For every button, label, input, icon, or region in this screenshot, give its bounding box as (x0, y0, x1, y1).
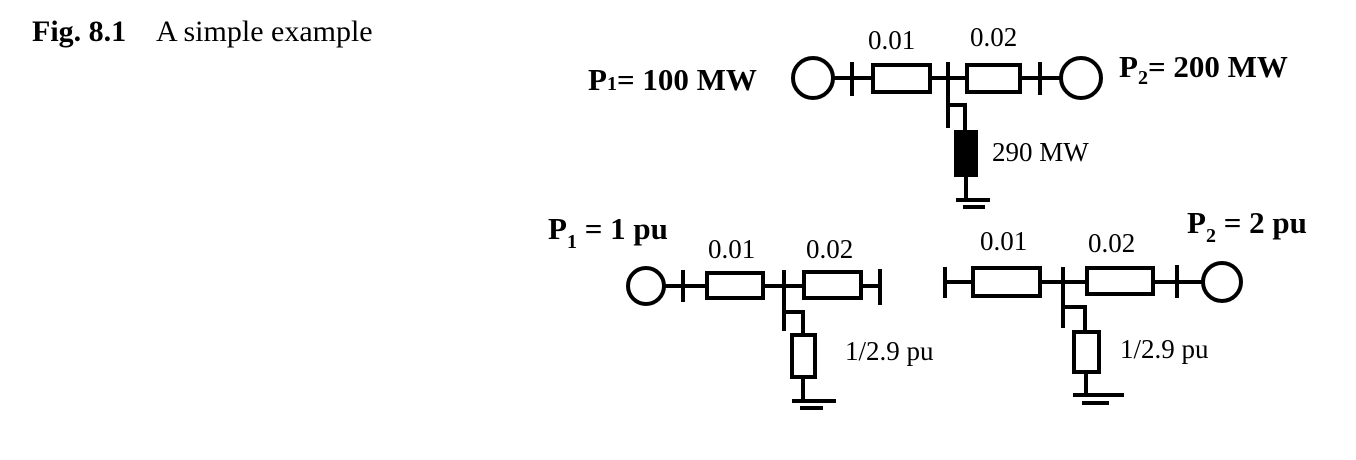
br-load-label: 1/2.9 pu (1120, 334, 1209, 364)
line-2-impedance-icon (1085, 266, 1155, 296)
line-2-impedance-icon (965, 63, 1022, 94)
generator-2-icon (1201, 261, 1243, 303)
generator-1-icon (791, 56, 835, 100)
br-line2-label: 0.02 (1088, 228, 1135, 258)
figure-caption: Fig. 8.1 A simple example (32, 15, 373, 48)
load-290mw-icon (954, 130, 978, 177)
bl-load-label: 1/2.9 pu (845, 336, 934, 366)
load-impedance-icon (790, 333, 817, 379)
caption-label: Fig. 8.1 (32, 15, 126, 48)
bl-line2-label: 0.02 (806, 234, 853, 264)
caption-title: A simple example (156, 15, 373, 48)
bottom-left-circuit: P1 = 1 pu 0.01 0.02 1/2.9 pu (548, 211, 934, 410)
load-stub-wire (1063, 305, 1087, 332)
bl-p1-label: P1 = 1 pu (548, 211, 668, 253)
load-stub-wire (948, 103, 967, 131)
load-stub-wire (784, 310, 805, 335)
top-line2-label: 0.02 (970, 22, 1017, 52)
br-p2-label: P2 = 2 pu (1187, 205, 1307, 247)
bl-line1-label: 0.01 (708, 234, 755, 264)
top-circuit: P1= 100 MW 0.01 0.02 P2= 200 MW 290 MW (588, 22, 1288, 209)
br-line1-label: 0.01 (980, 226, 1027, 256)
top-p2-label: P2= 200 MW (1119, 49, 1288, 89)
top-line1-label: 0.01 (868, 25, 915, 55)
generator-2-icon (1059, 56, 1103, 100)
top-load-label: 290 MW (992, 137, 1089, 167)
line-2-impedance-icon (802, 270, 863, 300)
bottom-right-circuit: 0.01 0.02 P2 = 2 pu 1/2.9 pu (943, 205, 1307, 405)
line-1-impedance-icon (705, 271, 765, 300)
line-1-impedance-icon (971, 266, 1042, 298)
generator-1-icon (626, 266, 666, 306)
load-impedance-icon (1072, 330, 1101, 374)
top-p1-label: P1= 100 MW (588, 62, 757, 97)
line-1-impedance-icon (871, 63, 932, 94)
